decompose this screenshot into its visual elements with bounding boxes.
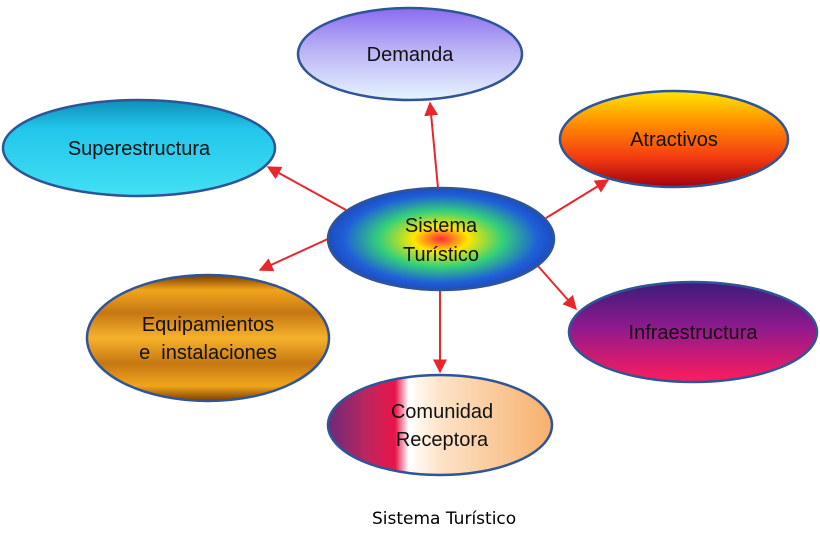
- arrow-to-demanda: [424, 101, 439, 189]
- node-comunidad: Comunidad Receptora: [326, 373, 554, 477]
- node-center-shape: [326, 186, 556, 292]
- node-superestructura: Superestructura: [1, 98, 277, 198]
- node-equipamientos-label-line1: Equipamientos: [142, 314, 274, 336]
- node-infraestructura-label: Infraestructura: [629, 322, 759, 344]
- node-equipamientos-shape: [85, 273, 331, 403]
- node-center-label-line2: Turístico: [403, 244, 479, 266]
- node-equipamientos-label-line2: e instalaciones: [139, 342, 277, 364]
- arrow-to-superestructura: [266, 166, 347, 211]
- node-demanda: Demanda: [296, 6, 524, 102]
- connector-arrows: [258, 101, 610, 374]
- node-demanda-shape: [296, 6, 524, 102]
- node-atractivos: Atractivos: [558, 89, 790, 189]
- node-superestructura-label: Superestructura: [68, 138, 211, 160]
- diagram-caption: Sistema Turístico: [372, 509, 517, 529]
- arrow-to-atractivos: [545, 179, 610, 219]
- node-infraestructura-shape: [567, 280, 819, 384]
- arrow-to-equipamientos: [258, 237, 331, 272]
- node-center: Sistema Turístico: [326, 186, 556, 292]
- node-superestructura-shape: [1, 98, 277, 198]
- node-demanda-label: Demanda: [367, 44, 455, 66]
- node-equipamientos: Equipamientos e instalaciones: [85, 273, 331, 403]
- node-infraestructura: Infraestructura: [567, 280, 819, 384]
- arrow-to-infraestructura: [537, 265, 577, 311]
- node-atractivos-label: Atractivos: [630, 129, 718, 151]
- node-center-label-line1: Sistema: [405, 215, 478, 237]
- node-comunidad-label-line1: Comunidad: [391, 401, 493, 423]
- node-comunidad-label-line2: Receptora: [396, 429, 489, 451]
- node-comunidad-shape: [326, 373, 554, 477]
- node-atractivos-shape: [558, 89, 790, 189]
